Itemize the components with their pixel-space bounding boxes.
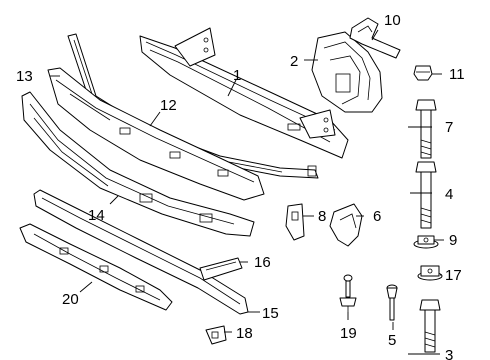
callout-17[interactable]: 17 [445, 267, 462, 284]
part-1-bumper-beam[interactable] [139, 27, 349, 159]
leader-lines [50, 29, 444, 355]
callout-5[interactable]: 5 [388, 332, 396, 349]
callout-12[interactable]: 12 [160, 97, 177, 114]
callout-1[interactable]: 1 [233, 67, 241, 84]
callout-4[interactable]: 4 [445, 186, 453, 203]
callout-8[interactable]: 8 [318, 208, 326, 225]
part-8-bracket[interactable] [285, 203, 305, 241]
callout-20[interactable]: 20 [62, 291, 79, 308]
callout-9[interactable]: 9 [449, 232, 457, 249]
callout-3[interactable]: 3 [445, 347, 453, 360]
part-3-bolt[interactable] [419, 299, 441, 353]
part-5-screw[interactable] [386, 284, 398, 321]
part-18-clip[interactable] [205, 325, 227, 345]
callout-7[interactable]: 7 [445, 119, 453, 136]
part-6-bracket[interactable] [329, 203, 363, 247]
part-9-flange-nut[interactable] [413, 235, 439, 249]
callout-10[interactable]: 10 [384, 12, 401, 29]
part-10-small-bracket[interactable] [349, 17, 401, 59]
part-7-long-bolt[interactable] [415, 99, 437, 159]
callout-13[interactable]: 13 [16, 68, 33, 85]
part-17-nut[interactable] [417, 265, 443, 281]
callout-6[interactable]: 6 [373, 208, 381, 225]
part-20-lower-trim[interactable] [19, 223, 173, 311]
part-14-lower-absorber[interactable] [21, 91, 255, 237]
part-19-push-pin[interactable] [339, 274, 357, 312]
callout-16[interactable]: 16 [254, 254, 271, 271]
part-4-long-bolt[interactable] [415, 161, 437, 229]
callout-18[interactable]: 18 [236, 325, 253, 342]
callout-2[interactable]: 2 [290, 53, 298, 70]
callout-14[interactable]: 14 [88, 207, 105, 224]
part-2-bracket[interactable] [311, 31, 383, 113]
callout-11[interactable]: 11 [449, 66, 465, 83]
callout-19[interactable]: 19 [340, 325, 357, 342]
part-13-foam-absorber[interactable] [47, 67, 265, 201]
part-16-insert[interactable] [199, 257, 243, 281]
callout-15[interactable]: 15 [262, 305, 279, 322]
part-11-bolt[interactable] [413, 65, 433, 81]
callout-labels: 1 2 3 4 5 6 7 8 9 10 11 12 13 14 15 16 1… [16, 12, 465, 360]
